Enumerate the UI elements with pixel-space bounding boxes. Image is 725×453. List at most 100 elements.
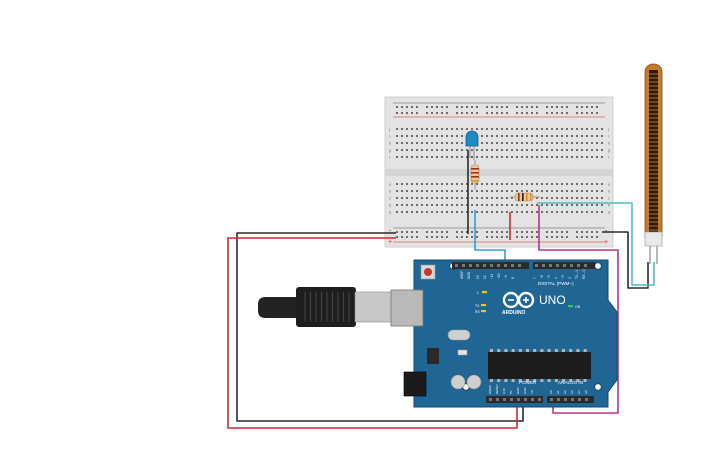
header-pin[interactable] — [483, 264, 486, 267]
breadboard-hole — [496, 128, 498, 130]
header-holes — [455, 264, 588, 401]
breadboard-hole — [461, 156, 463, 158]
breadboard-hole — [501, 183, 503, 185]
breadboard-hole — [556, 211, 558, 213]
breadboard-hole — [576, 128, 578, 130]
breadboard-hole — [456, 156, 458, 158]
header-pin[interactable] — [538, 398, 541, 401]
breadboard-hole — [576, 211, 578, 213]
breadboard-hole — [516, 204, 518, 206]
power-header — [486, 396, 543, 403]
header-pin[interactable] — [496, 398, 499, 401]
header-pin[interactable] — [517, 398, 520, 401]
header-pin[interactable] — [577, 264, 580, 267]
breadboard-hole — [521, 149, 523, 151]
header-pin[interactable] — [584, 264, 587, 267]
breadboard-hole — [401, 197, 403, 199]
header-pin[interactable] — [469, 264, 472, 267]
breadboard-hole — [571, 190, 573, 192]
breadboard-hole — [471, 197, 473, 199]
breadboard-hole — [421, 204, 423, 206]
breadboard-hole — [546, 149, 548, 151]
breadboard-hole — [481, 128, 483, 130]
breadboard-hole — [486, 204, 488, 206]
header-pin[interactable] — [497, 264, 500, 267]
header-pin[interactable] — [511, 264, 514, 267]
breadboard-hole — [471, 204, 473, 206]
header-pin[interactable] — [550, 398, 553, 401]
header-pin[interactable] — [455, 264, 458, 267]
rail-hole — [426, 106, 428, 108]
rail-hole — [466, 106, 468, 108]
rail-hole — [546, 106, 548, 108]
rail-hole — [476, 112, 478, 114]
header-pin[interactable] — [557, 398, 560, 401]
on-led — [568, 305, 573, 308]
rail-hole — [431, 236, 433, 238]
resistor-band — [526, 193, 528, 201]
digital-pin-label: 2 — [568, 277, 572, 279]
breadboard-hole — [576, 183, 578, 185]
header-pin[interactable] — [535, 264, 538, 267]
header-pin[interactable] — [571, 398, 574, 401]
breadboard-hole — [536, 149, 538, 151]
header-pin[interactable] — [518, 264, 521, 267]
breadboard-hole — [511, 204, 513, 206]
breadboard-hole — [426, 204, 428, 206]
breadboard-hole — [406, 156, 408, 158]
breadboard-hole — [571, 128, 573, 130]
breadboard-hole — [401, 142, 403, 144]
breadboard-hole — [491, 197, 493, 199]
rail-hole — [531, 112, 533, 114]
rail-hole — [441, 231, 443, 233]
breadboard-hole — [446, 204, 448, 206]
breadboard-hole — [406, 135, 408, 137]
header-pin[interactable] — [556, 264, 559, 267]
rail-hole — [456, 112, 458, 114]
header-pin[interactable] — [564, 398, 567, 401]
header-pin[interactable] — [490, 264, 493, 267]
rail-hole — [556, 231, 558, 233]
chip-pin — [583, 349, 587, 352]
breadboard-hole — [431, 135, 433, 137]
breadboard-hole — [406, 211, 408, 213]
breadboard-hole — [561, 211, 563, 213]
header-pin[interactable] — [524, 398, 527, 401]
header-pin[interactable] — [510, 398, 513, 401]
header-pin[interactable] — [476, 264, 479, 267]
header-pin[interactable] — [462, 264, 465, 267]
header-pin[interactable] — [578, 398, 581, 401]
rail-hole — [401, 112, 403, 114]
header-pin[interactable] — [504, 264, 507, 267]
header-pin[interactable] — [549, 264, 552, 267]
rail-minus-label: - — [389, 228, 392, 235]
header-pin[interactable] — [585, 398, 588, 401]
header-pin[interactable] — [531, 398, 534, 401]
breadboard-hole — [486, 156, 488, 158]
breadboard-hole — [486, 149, 488, 151]
breadboard-hole — [441, 135, 443, 137]
breadboard-hole — [596, 135, 598, 137]
breadboard-hole — [416, 197, 418, 199]
breadboard-hole — [456, 149, 458, 151]
breadboard-hole — [551, 183, 553, 185]
breadboard-hole — [546, 197, 548, 199]
reset-button-cap[interactable] — [424, 268, 432, 276]
breadboard-hole — [396, 197, 398, 199]
row-letter: f — [608, 156, 609, 160]
breadboard-hole — [591, 183, 593, 185]
smd-component — [457, 349, 468, 356]
header-pin[interactable] — [563, 264, 566, 267]
breadboard-hole — [551, 211, 553, 213]
header-pin[interactable] — [503, 398, 506, 401]
row-letter: h — [608, 142, 610, 146]
rail-hole — [561, 236, 563, 238]
rail-hole — [521, 112, 523, 114]
header-pin[interactable] — [570, 264, 573, 267]
breadboard-hole — [416, 142, 418, 144]
resistor-band — [471, 168, 479, 170]
header-pin[interactable] — [489, 398, 492, 401]
header-pin[interactable] — [542, 264, 545, 267]
arduino-logo-icon — [502, 291, 535, 309]
breadboard-hole — [421, 149, 423, 151]
